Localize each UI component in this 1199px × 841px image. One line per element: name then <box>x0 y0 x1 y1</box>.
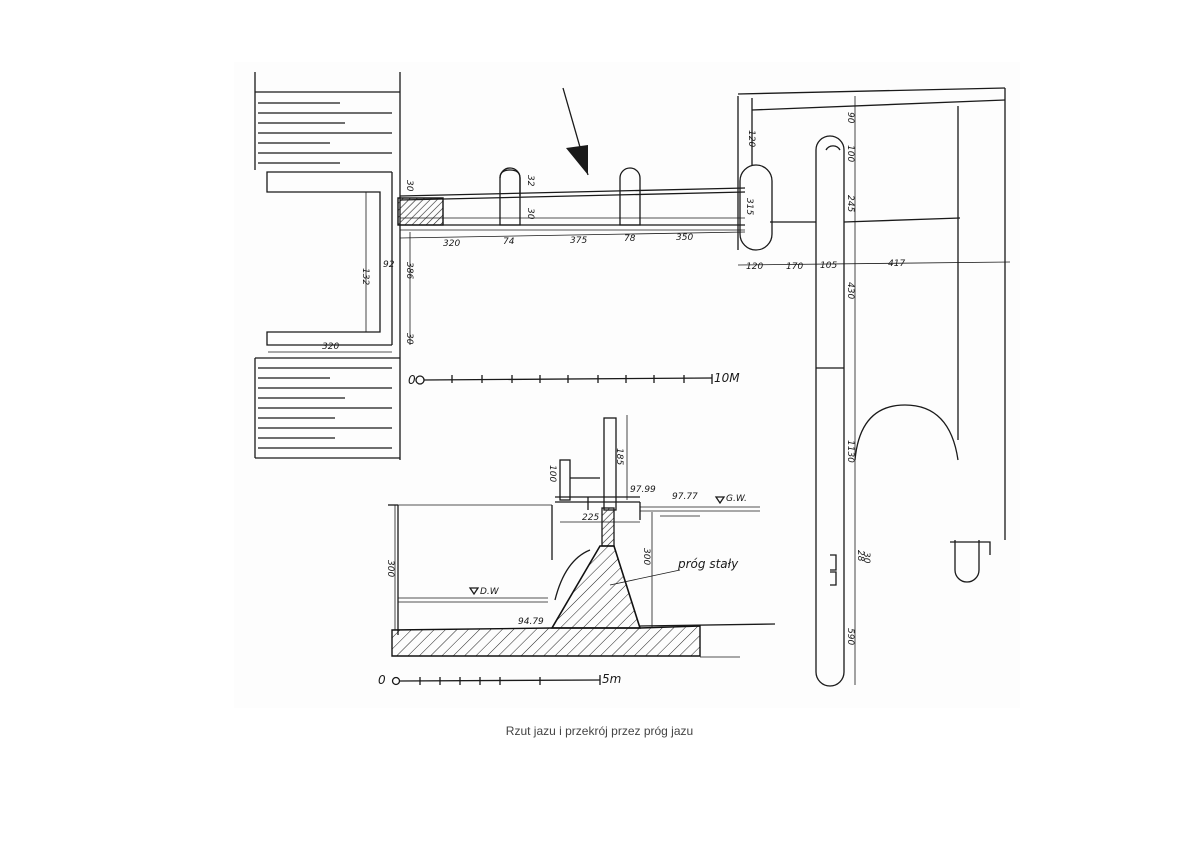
dim-300-left: 300 <box>385 560 395 577</box>
figure-caption: Rzut jazu i przekrój przez próg jazu <box>505 724 694 738</box>
gw-level-marker-icon <box>714 496 726 505</box>
dim-386: 386 <box>404 262 414 279</box>
right-pier <box>737 96 773 251</box>
right-structure <box>737 87 1006 687</box>
dw-label: D.W <box>480 587 500 597</box>
section-scale-label: 5m <box>602 672 621 686</box>
dim-120-horizontal: 120 <box>746 262 763 272</box>
dim-105: 105 <box>820 261 837 271</box>
prog-staly-label: próg stały <box>677 557 739 571</box>
dim-170: 170 <box>786 262 803 272</box>
left-bank-top <box>254 72 401 200</box>
weir-crest <box>397 167 746 231</box>
left-abutment <box>266 171 401 460</box>
dim-430: 430 <box>845 282 855 299</box>
dim-74: 74 <box>503 237 515 247</box>
section-gate-structure <box>555 417 641 547</box>
dim-30b: 30 <box>404 333 414 345</box>
section-left-wall <box>388 504 553 635</box>
dim-100-vertical: 100 <box>845 145 855 162</box>
plan-scale-bar <box>415 374 713 385</box>
dim-32: 32 <box>525 175 535 187</box>
gw-label: G.W. <box>726 494 747 504</box>
dim-28: 28 <box>855 550 865 562</box>
section-scale-zero: 0 <box>378 673 386 687</box>
plan-dimension-lines <box>268 96 1011 685</box>
dim-30a: 30 <box>404 180 414 192</box>
dim-350: 350 <box>676 233 693 243</box>
dim-300-right: 300 <box>641 548 651 565</box>
prog-leader-line <box>609 569 681 586</box>
dim-225: 225 <box>582 513 599 523</box>
dim-320-top: 320 <box>443 239 460 249</box>
section-ground <box>391 623 776 658</box>
dim-315: 315 <box>744 198 754 215</box>
level-94-79: 94.79 <box>518 617 544 627</box>
dim-78: 78 <box>624 234 636 244</box>
dim-30d: 30 <box>861 552 871 564</box>
plan-scale-zero: 0 <box>408 373 416 387</box>
section-dimension-lines <box>394 415 653 630</box>
section-view: 5m 0 0 100 185 97.99 97.77 G.W. 225 300 … <box>378 373 776 687</box>
dim-100: 100 <box>547 465 557 482</box>
dim-417: 417 <box>888 259 905 269</box>
north-arrow-icon <box>562 87 589 176</box>
dw-level-marker-icon <box>468 587 480 596</box>
dim-120-vertical: 120 <box>746 130 756 147</box>
fixed-sill <box>550 545 642 629</box>
dim-590: 590 <box>845 628 855 645</box>
dim-185: 185 <box>614 448 624 465</box>
dim-320-bottom: 320 <box>322 342 339 352</box>
level-97-99: 97.99 <box>630 485 656 495</box>
dim-1130: 1130 <box>845 440 855 463</box>
dim-30c: 30 <box>525 208 535 220</box>
section-water-lines <box>398 504 760 603</box>
plan-scale-label: 10M <box>714 371 740 385</box>
plan-view: 10M 320 132 92 386 30 30 320 74 375 78 3… <box>254 72 1011 687</box>
dim-92: 92 <box>383 260 395 270</box>
dim-132: 132 <box>360 268 370 285</box>
dim-375: 375 <box>570 236 587 246</box>
overflow-curve <box>554 549 591 601</box>
level-97-77: 97.77 <box>672 492 698 502</box>
section-scale-bar <box>391 675 601 686</box>
dim-90: 90 <box>845 112 855 124</box>
left-bank-bottom <box>254 357 400 459</box>
dim-245: 245 <box>845 195 855 212</box>
